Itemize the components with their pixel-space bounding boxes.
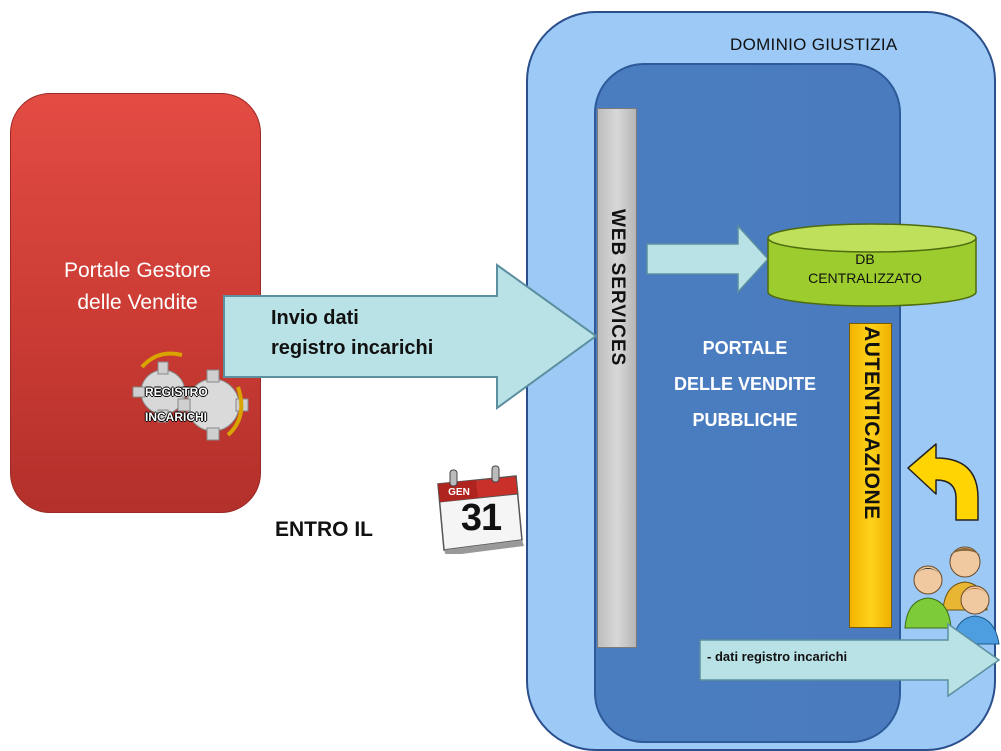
portal-label-line1: PORTALE <box>702 338 788 358</box>
gestore-label-line1: Portale Gestore <box>63 259 212 282</box>
calendar-month: GEN <box>448 487 470 498</box>
portal-label: PORTALE DELLE VENDITE PUBBLICHE <box>670 330 820 438</box>
bottom-arrow <box>699 622 1001 698</box>
calendar-day: 31 <box>460 497 502 539</box>
db-label-line1: DB <box>855 251 875 267</box>
db-cylinder <box>767 223 977 307</box>
calendar-icon <box>437 465 524 554</box>
gestore-label: Portale Gestore delle Vendite <box>30 255 245 319</box>
web-services-bar: WEB SERVICES <box>597 108 637 648</box>
domain-title: DOMINIO GIUSTIZIA <box>730 35 898 54</box>
portal-label-line3: PUBBLICHE <box>692 410 798 430</box>
gear-icon <box>132 351 249 441</box>
registro-label: REGISTRO INCARICHI <box>145 380 255 430</box>
web-services-label: WEB SERVICES <box>607 209 628 367</box>
auth-label: AUTENTICAZIONE <box>860 326 883 520</box>
portal-label-line2: DELLE VENDITE <box>673 374 816 394</box>
users-icon <box>904 546 1000 645</box>
db-label: DB CENTRALIZZATO <box>790 250 940 288</box>
entro-label: ENTRO IL <box>275 518 373 541</box>
main-arrow-label: Invio dati registro incarichi <box>271 303 433 363</box>
main-arrow <box>223 263 598 410</box>
ws-to-db-arrow <box>646 224 770 294</box>
main-arrow-label-line1: Invio dati <box>271 307 359 329</box>
registro-label-line2: INCARICHI <box>145 410 207 424</box>
bottom-arrow-label: - dati registro incarichi <box>707 649 848 664</box>
db-label-line2: CENTRALIZZATO <box>808 270 922 286</box>
registro-label-line1: REGISTRO <box>145 385 208 399</box>
auth-bar: AUTENTICAZIONE <box>849 323 892 628</box>
gestore-box <box>10 93 261 513</box>
main-arrow-label-line2: registro incarichi <box>271 337 434 359</box>
return-arrow-icon <box>907 443 979 521</box>
gestore-label-line2: delle Vendite <box>77 291 198 314</box>
